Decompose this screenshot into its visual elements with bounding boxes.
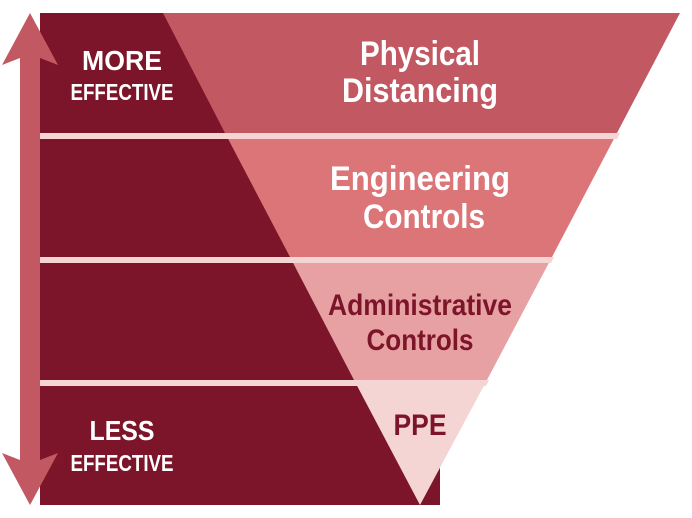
level-2-label-line2: Controls (363, 198, 485, 236)
more-label: MORE (82, 45, 162, 76)
less-effective-label: EFFECTIVE (71, 450, 174, 476)
level-1-label-line2: Distancing (342, 72, 498, 110)
less-label: LESS (90, 415, 155, 446)
more-effective-label: EFFECTIVE (71, 79, 174, 105)
level-3-label-line1: Administrative (328, 289, 512, 322)
level-3-label-line2: Controls (367, 324, 474, 357)
level-4-label: PPE (394, 409, 447, 442)
level-band-engineering-controls (225, 133, 617, 257)
divider (40, 257, 554, 263)
level-band-physical-distancing (163, 13, 680, 133)
level-2-label-line1: Engineering (330, 160, 510, 198)
effectiveness-arrow-icon (2, 13, 58, 505)
level-band-ppe (354, 380, 487, 505)
level-band-administrative-controls (290, 257, 552, 380)
divider (40, 380, 489, 386)
divider (40, 133, 620, 139)
level-1-label-line1: Physical (360, 35, 480, 73)
